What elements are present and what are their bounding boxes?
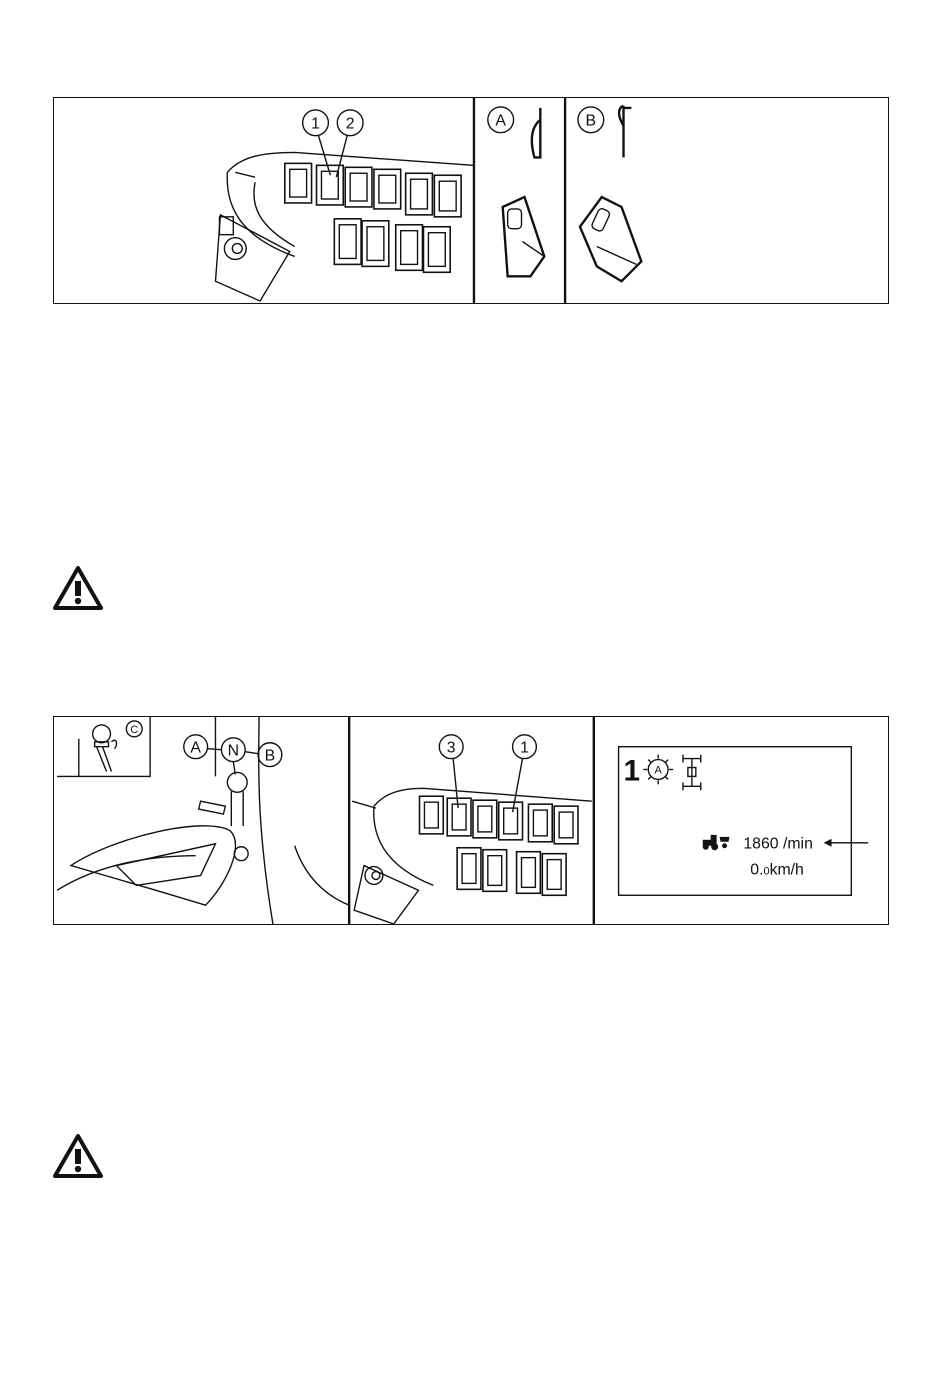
switch-callout-1: 1: [520, 740, 529, 757]
figure-2-illustration: C A N B: [54, 717, 888, 924]
rocker-switch: [362, 221, 389, 267]
switch-row-bottom: [334, 219, 450, 272]
switch-position-a: A: [488, 107, 544, 276]
lever-callout-a: A: [190, 740, 201, 757]
rpm-readout: 1860 /min: [743, 836, 813, 853]
speed-readout: 0.0km/h: [750, 861, 804, 878]
rocker-switch: [396, 225, 423, 271]
switch-callout-3: 3: [447, 740, 456, 757]
gear-number: 1: [624, 754, 641, 787]
axle-icon: [683, 755, 701, 791]
instrument-display: 1 A: [619, 747, 869, 896]
callout-2-label: 2: [346, 116, 355, 133]
figure-1-illustration: 1 2 A B: [54, 98, 888, 303]
inset-c-label: C: [130, 724, 138, 736]
warning-icon: [52, 565, 104, 611]
rocker-switch: [423, 227, 450, 273]
lever-inset: C: [57, 717, 150, 776]
warning-icon: [52, 1133, 104, 1179]
arrow-left-icon: [824, 839, 869, 847]
tractor-icon: [703, 835, 730, 850]
callout-1-label: 1: [311, 116, 320, 133]
panel-a-label: A: [495, 113, 506, 130]
lever-callout-b: B: [265, 748, 276, 765]
shift-lever-area: A N B: [57, 717, 349, 924]
gear-icon: A: [643, 755, 673, 785]
switch-console-2: 3 1: [352, 735, 592, 924]
switch-position-b: B: [578, 106, 641, 281]
speed-int: 0.: [750, 861, 763, 878]
rocker-switch: [334, 219, 361, 265]
display-frame: [619, 747, 852, 896]
speed-unit: km/h: [770, 861, 804, 878]
switch-row-top: [285, 163, 461, 216]
mode-symbol: A: [655, 764, 663, 776]
figure-1-panel: 1 2 A B: [53, 97, 889, 304]
figure-2-panel: C A N B: [53, 716, 889, 925]
lever-callout-n: N: [228, 743, 239, 760]
panel-b-label: B: [586, 113, 597, 130]
